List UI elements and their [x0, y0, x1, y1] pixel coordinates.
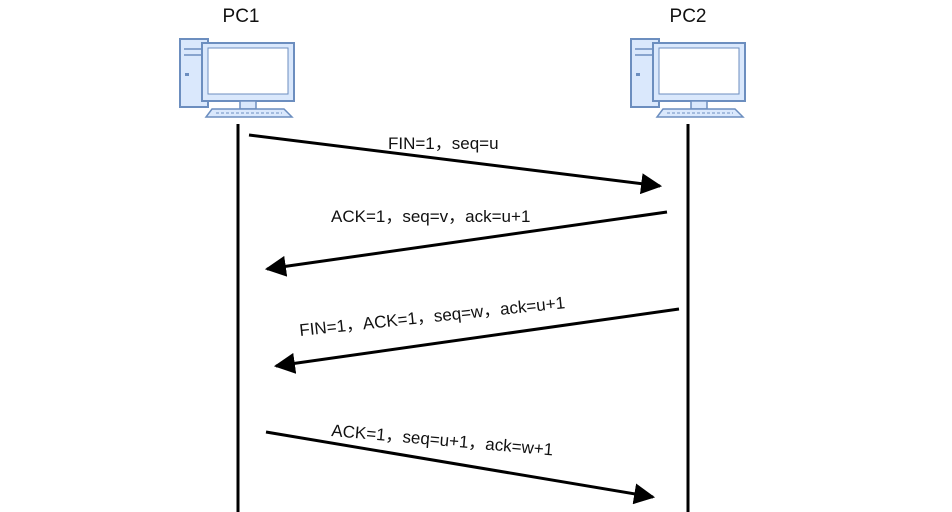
pc2-label: PC2	[670, 6, 707, 27]
message-arrow-3	[273, 307, 680, 374]
message-arrow-4	[265, 430, 656, 505]
message-label-2: ACK=1，seq=v，ack=u+1	[331, 207, 530, 226]
computer-icon	[179, 38, 295, 118]
message-label-3: FIN=1，ACK=1，seq=w，ack=u+1	[298, 293, 565, 340]
message-arrow-2	[264, 210, 668, 277]
pc1-label: PC1	[223, 6, 260, 27]
message-label-4: ACK=1，seq=u+1，ack=w+1	[331, 421, 554, 459]
message-label-1: FIN=1，seq=u	[388, 134, 499, 153]
computer-icon	[630, 38, 746, 118]
message-arrow-1	[248, 133, 663, 195]
